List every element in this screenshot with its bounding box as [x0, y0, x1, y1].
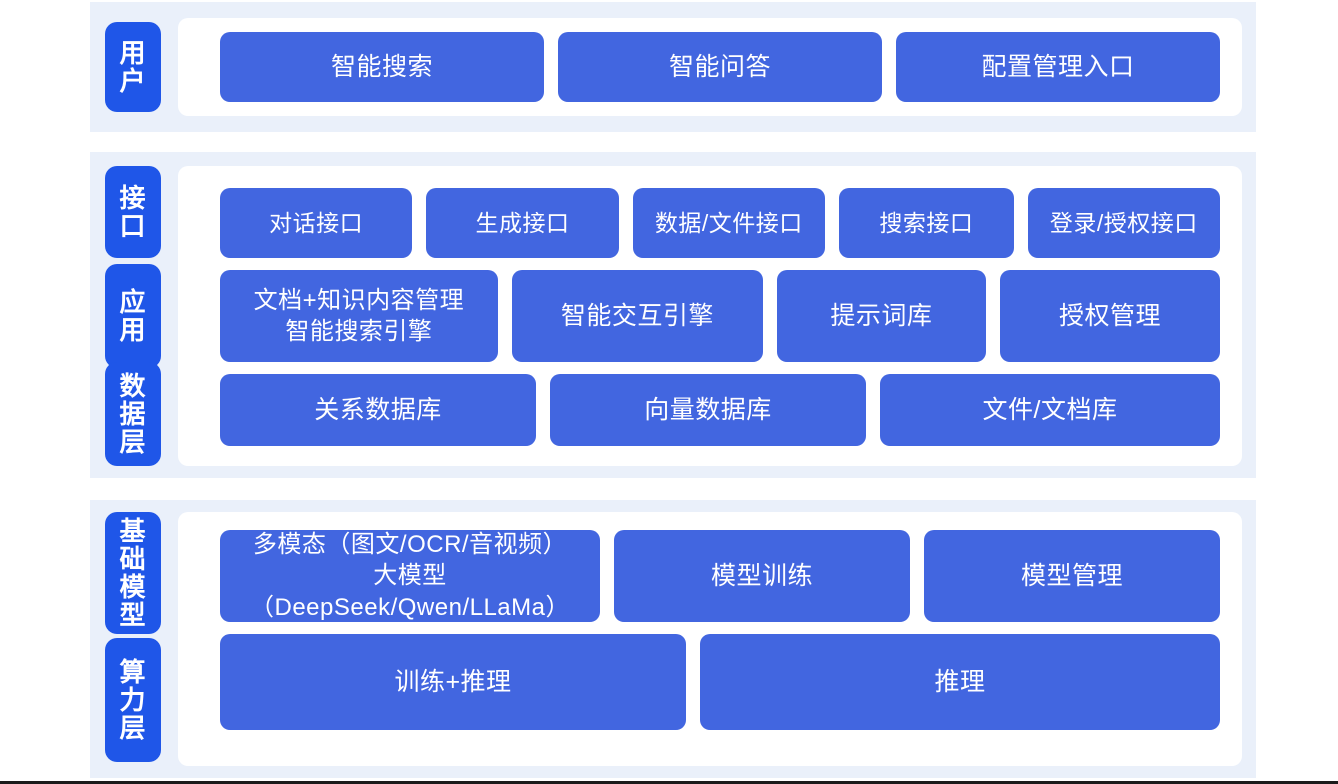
node-training-inference[interactable]: 训练+推理 [220, 634, 686, 730]
row-data: 关系数据库 向量数据库 文件/文档库 [220, 374, 1220, 446]
node-search-api[interactable]: 搜索接口 [838, 188, 1014, 258]
row-interface: 对话接口 生成接口 数据/文件接口 搜索接口 登录/授权接口 [220, 188, 1220, 258]
node-interaction-engine[interactable]: 智能交互引擎 [511, 270, 763, 362]
node-dialog-api[interactable]: 对话接口 [220, 188, 413, 258]
node-config-management[interactable]: 配置管理入口 [896, 32, 1220, 102]
row-compute: 训练+推理 推理 [220, 634, 1220, 730]
sidebar-label-user-text: 用户 [119, 37, 147, 96]
node-generate-api[interactable]: 生成接口 [426, 188, 619, 258]
node-model-training[interactable]: 模型训练 [614, 530, 910, 622]
sidebar-label-data[interactable]: 数据层 [105, 362, 161, 466]
node-data-file-api[interactable]: 数据/文件接口 [632, 188, 825, 258]
sidebar-label-user[interactable]: 用户 [105, 22, 161, 112]
panel-infrastructure: 多模态（图文/OCR/音视频） 大模型（DeepSeek/Qwen/LLaMa）… [178, 512, 1242, 766]
sidebar-label-application-text: 应用 [119, 286, 147, 345]
panel-user: 智能搜索 智能问答 配置管理入口 [178, 18, 1242, 116]
node-file-document-store[interactable]: 文件/文档库 [880, 374, 1220, 446]
node-authorization-management[interactable]: 授权管理 [999, 270, 1220, 362]
row-user: 智能搜索 智能问答 配置管理入口 [220, 32, 1220, 102]
node-intelligent-qa[interactable]: 智能问答 [558, 32, 882, 102]
row-application: 文档+知识内容管理 智能搜索引擎 智能交互引擎 提示词库 授权管理 [220, 270, 1220, 362]
sidebar-label-compute-text: 算力层 [119, 656, 147, 744]
node-relational-database[interactable]: 关系数据库 [220, 374, 536, 446]
node-intelligent-search[interactable]: 智能搜索 [220, 32, 544, 102]
node-model-management[interactable]: 模型管理 [924, 530, 1220, 622]
sidebar-label-compute[interactable]: 算力层 [105, 638, 161, 762]
sidebar-label-interface-text: 接口 [119, 182, 147, 241]
sidebar-label-data-text: 数据层 [119, 370, 147, 458]
node-auth-api[interactable]: 登录/授权接口 [1027, 188, 1220, 258]
node-inference[interactable]: 推理 [700, 634, 1220, 730]
node-vector-database[interactable]: 向量数据库 [550, 374, 866, 446]
sidebar-label-interface[interactable]: 接口 [105, 166, 161, 258]
node-prompt-library[interactable]: 提示词库 [776, 270, 986, 362]
sidebar-label-application[interactable]: 应用 [105, 264, 161, 368]
row-foundation-model: 多模态（图文/OCR/音视频） 大模型（DeepSeek/Qwen/LLaMa）… [220, 530, 1220, 622]
panel-middle: 对话接口 生成接口 数据/文件接口 搜索接口 登录/授权接口 文档+知识内容管理… [178, 166, 1242, 466]
bottom-divider [0, 781, 1338, 784]
sidebar-label-foundation-model[interactable]: 基础模型 [105, 512, 161, 634]
node-multimodal-large-model[interactable]: 多模态（图文/OCR/音视频） 大模型（DeepSeek/Qwen/LLaMa） [220, 530, 600, 622]
sidebar-label-foundation-model-text: 基础模型 [119, 515, 147, 631]
node-doc-knowledge-management[interactable]: 文档+知识内容管理 智能搜索引擎 [220, 270, 498, 362]
